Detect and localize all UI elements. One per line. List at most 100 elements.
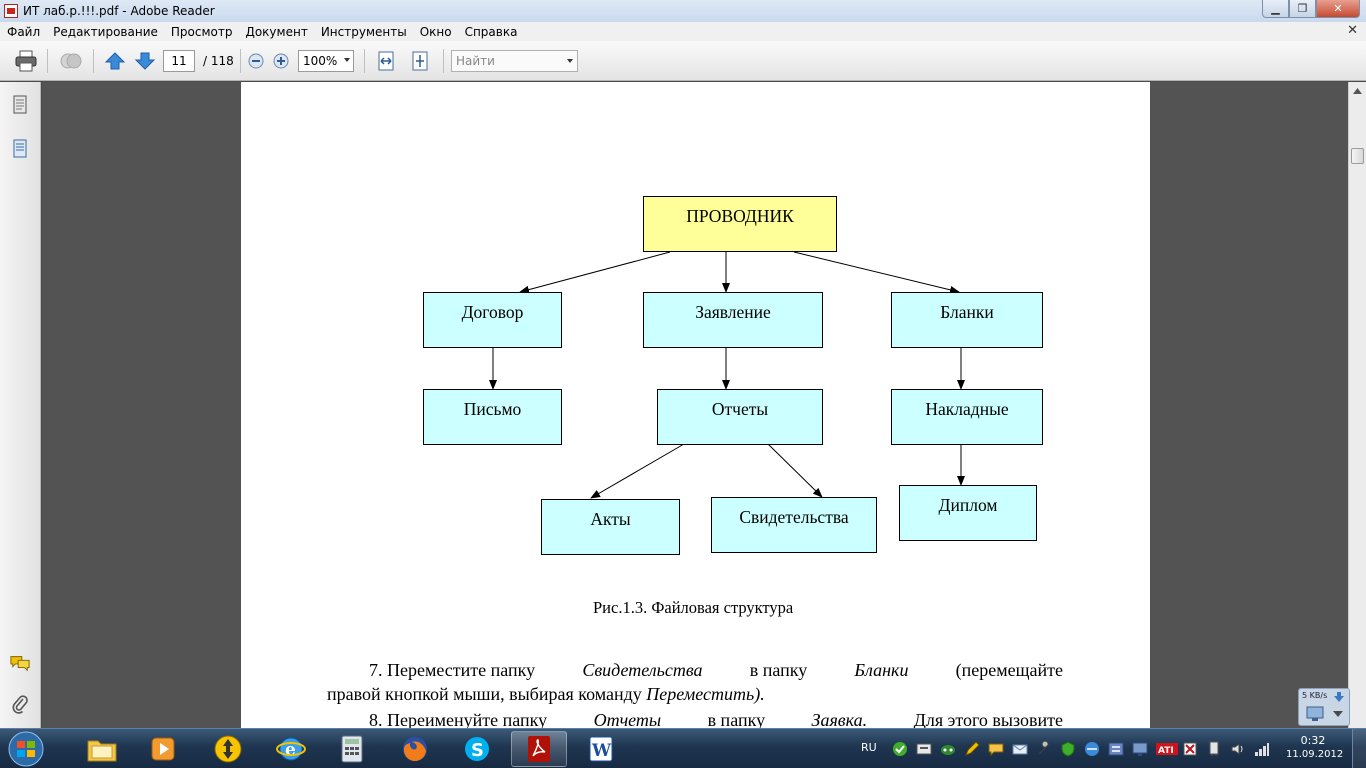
taskbar-word[interactable]: W	[573, 731, 629, 767]
find-input[interactable]: Найти	[451, 50, 578, 72]
taskbar-calculator[interactable]	[324, 731, 380, 767]
node-svidetelstva: Свидетельства	[711, 497, 877, 553]
menu-view[interactable]: Просмотр	[170, 24, 233, 39]
pages-panel-button[interactable]	[10, 94, 30, 116]
fit-page-button[interactable]	[408, 50, 432, 72]
adobe-reader-icon	[528, 736, 550, 762]
p7-command: Переместить).	[646, 684, 765, 704]
print-button[interactable]	[12, 50, 40, 72]
toolbar-separator	[93, 49, 94, 73]
safely-remove-hardware-icon[interactable]	[1206, 741, 1222, 757]
pencil-icon[interactable]	[964, 741, 980, 757]
restore-button[interactable]: ❐	[1289, 0, 1316, 18]
document-close-icon[interactable]: ✕	[1347, 23, 1358, 38]
menu-tools[interactable]: Инструменты	[320, 24, 407, 39]
calculator-icon	[341, 735, 363, 763]
p7-mid: в папку	[749, 660, 808, 680]
pdf-page: ПРОВОДНИК Договор Заявление Бланки Письм…	[241, 82, 1150, 730]
network-signal-icon[interactable]	[1254, 741, 1270, 757]
zoom-out-button[interactable]	[247, 50, 265, 72]
p8-mid: в папку	[707, 710, 766, 730]
taskbar-internet-explorer[interactable]: e	[263, 731, 319, 767]
keyboard-tool-icon[interactable]	[916, 741, 932, 757]
volume-icon[interactable]	[1230, 741, 1246, 757]
toolbar: 11 / 118 100% Найти	[0, 41, 1366, 81]
torrent-client-icon	[214, 735, 242, 763]
taskbar-skype[interactable]: S	[449, 731, 505, 767]
find-placeholder: Найти	[456, 54, 495, 68]
restore-icon: ❐	[1297, 2, 1308, 15]
next-page-button[interactable]	[133, 50, 157, 72]
svg-text:e: e	[285, 740, 296, 760]
diagram-connectors	[489, 251, 965, 499]
clock-time: 0:32	[1300, 734, 1326, 747]
taskbar-firefox[interactable]	[387, 731, 443, 767]
scroll-up-button[interactable]	[1349, 82, 1366, 99]
security-shield-icon[interactable]	[1060, 741, 1076, 757]
printer-icon	[15, 50, 37, 72]
system-clock[interactable]: 0:32 11.09.2012	[1286, 734, 1344, 760]
svg-text:S: S	[471, 740, 484, 761]
previous-page-button[interactable]	[103, 50, 127, 72]
node-otchety: Отчеты	[657, 389, 823, 445]
menu-window[interactable]: Окно	[419, 24, 452, 39]
arrow-up-icon	[104, 52, 126, 70]
fit-width-button[interactable]	[374, 50, 398, 72]
chevron-down-icon	[1333, 711, 1343, 717]
svg-text:ATI: ATI	[1158, 746, 1174, 756]
input-language[interactable]: RU	[861, 741, 877, 754]
attachments-button[interactable]	[10, 693, 30, 715]
message-icon[interactable]	[1012, 741, 1028, 757]
taskbar-explorer[interactable]	[74, 731, 130, 767]
zoom-in-icon	[273, 53, 289, 69]
svg-text:W: W	[591, 741, 612, 761]
menu-document[interactable]: Документ	[245, 24, 308, 39]
taskbar: e S W RU	[0, 728, 1366, 768]
window-title: ИТ лаб.р.!!!.pdf - Adobe Reader	[23, 4, 215, 18]
network-tool-icon[interactable]	[1084, 741, 1100, 757]
p8-suffix: Для этого вызовите	[913, 710, 1063, 730]
start-button[interactable]	[3, 730, 49, 768]
comments-panel-button[interactable]	[10, 652, 30, 674]
menu-file[interactable]: Файл	[7, 24, 41, 39]
show-desktop-button[interactable]	[1352, 729, 1366, 768]
taskbar-adobe-reader[interactable]	[511, 731, 567, 767]
zoom-level-select[interactable]: 100%	[298, 50, 354, 72]
scroll-thumb[interactable]	[1351, 148, 1364, 164]
pages-icon	[13, 95, 27, 114]
minimize-button[interactable]: ▁	[1262, 0, 1289, 18]
figure-caption: Рис.1.3. Файловая структура	[593, 598, 794, 617]
page-number-input[interactable]: 11	[163, 50, 195, 72]
attachments-panel-button[interactable]	[10, 138, 30, 160]
sync-icon[interactable]	[1108, 741, 1124, 757]
blocked-icon[interactable]	[1182, 741, 1198, 757]
collaborate-button[interactable]	[57, 50, 85, 72]
arrow-otchety-to-akty	[590, 443, 685, 499]
menu-edit[interactable]: Редактирование	[53, 24, 158, 39]
node-zayavlenie: Заявление	[643, 292, 823, 348]
vertical-scrollbar[interactable]	[1348, 82, 1366, 728]
p8-target: Заявка.	[811, 710, 868, 730]
wrench-icon[interactable]	[1036, 741, 1052, 757]
word-icon: W	[589, 736, 613, 762]
chat-bubble-icon[interactable]	[988, 741, 1004, 757]
menu-bar: Файл Редактирование Просмотр Документ Ин…	[0, 22, 1366, 41]
close-button[interactable]: ✕	[1316, 0, 1360, 18]
display-settings-icon[interactable]	[1132, 741, 1148, 757]
taskbar-torrent[interactable]	[200, 731, 256, 767]
antivirus-check-icon[interactable]	[892, 741, 908, 757]
menu-help[interactable]: Справка	[464, 24, 518, 39]
clock-date: 11.09.2012	[1286, 749, 1344, 760]
windows-logo-icon	[8, 731, 44, 767]
title-bar: ИТ лаб.р.!!!.pdf - Adobe Reader ▁ ❐ ✕	[0, 0, 1366, 22]
p7-suffix: (перемещайте	[955, 660, 1063, 680]
download-arrow-icon	[1334, 692, 1344, 702]
taskbar-media-player[interactable]	[136, 731, 192, 767]
p7-prefix: 7. Переместите папку	[369, 660, 536, 680]
navigation-pane	[0, 82, 41, 728]
network-speed-widget[interactable]: 5 KB/s	[1298, 688, 1350, 726]
gamepad-icon[interactable]	[940, 741, 956, 757]
ati-catalyst-icon[interactable]: ATI	[1156, 741, 1178, 757]
chevron-down-icon	[344, 58, 350, 62]
zoom-in-button[interactable]	[272, 50, 290, 72]
